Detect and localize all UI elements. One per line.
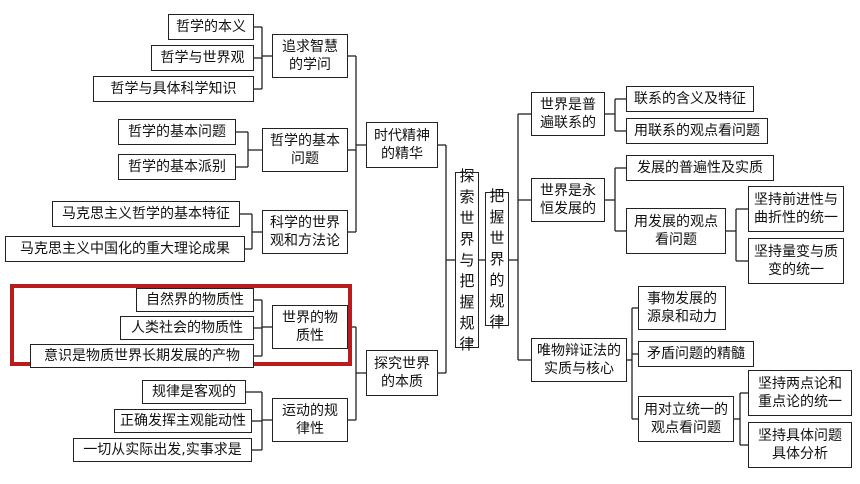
leaf-philosophy-meaning: 哲学的本义 <box>168 14 254 40</box>
leaf-laws-objective: 规律是客观的 <box>142 380 246 404</box>
leaf-connection-meaning: 联系的含义及特征 <box>626 86 754 112</box>
node-dialectic-core: 唯物辩证法的 实质与核心 <box>531 338 627 382</box>
node-universal-connection: 世界是普 遍联系的 <box>531 92 605 136</box>
node-scientific-worldview: 科学的世界 观和方法论 <box>262 210 348 254</box>
leaf-contradiction-essence: 矛盾问题的精髓 <box>638 341 754 367</box>
node-eternal-development: 世界是永 恒发展的 <box>531 178 605 222</box>
node-development-view: 用发展的观点 看问题 <box>626 208 726 254</box>
leaf-concrete-analysis: 坚持具体问题 具体分析 <box>748 422 852 468</box>
node-unity-of-opposites: 用对立统一的 观点看问题 <box>638 396 734 442</box>
leaf-two-points-theory: 坚持两点论和 重点论的统一 <box>748 370 852 416</box>
node-grasp-laws: 把 握 世 界 的 规 律 <box>485 187 509 331</box>
leaf-quantity-quality: 坚持量变与质 变的统一 <box>748 238 844 284</box>
leaf-basic-question: 哲学的基本问题 <box>118 119 236 145</box>
leaf-connection-view: 用联系的观点看问题 <box>626 118 768 144</box>
node-motion-law: 运动的规 律性 <box>272 398 348 442</box>
leaf-philosophy-worldview: 哲学与世界观 <box>151 45 254 71</box>
leaf-consciousness-product: 意识是物质世界长期发展的产物 <box>30 344 254 368</box>
leaf-source-driving-force: 事物发展的 源泉和动力 <box>638 286 726 330</box>
node-spirit-of-times: 时代精神 的精华 <box>366 122 438 168</box>
leaf-marxism-features: 马克思主义哲学的基本特征 <box>52 201 240 227</box>
node-root-title: 探 索 世 界 与 把 握 规 律 <box>455 167 479 353</box>
node-pursuit-of-wisdom: 追求智慧 的学问 <box>272 34 348 78</box>
leaf-basic-schools: 哲学的基本派别 <box>118 154 236 180</box>
node-material-world: 世界的物 质性 <box>272 305 348 349</box>
leaf-progress-twists: 坚持前进性与 曲折性的统一 <box>748 186 844 232</box>
node-explore-essence: 探究世界 的本质 <box>366 350 438 396</box>
leaf-nature-material: 自然界的物质性 <box>136 288 254 312</box>
leaf-subjective-initiative: 正确发挥主观能动性 <box>114 409 252 433</box>
leaf-seek-truth: 一切从实际出发,实事求是 <box>73 438 252 462</box>
leaf-philosophy-science: 哲学与具体科学知识 <box>93 76 254 102</box>
leaf-development-universality: 发展的普遍性及实质 <box>626 155 774 181</box>
leaf-marxism-china: 马克思主义中国化的重大理论成果 <box>5 236 245 262</box>
node-basic-problem: 哲学的基本 问题 <box>262 128 348 172</box>
leaf-society-material: 人类社会的物质性 <box>120 316 254 340</box>
